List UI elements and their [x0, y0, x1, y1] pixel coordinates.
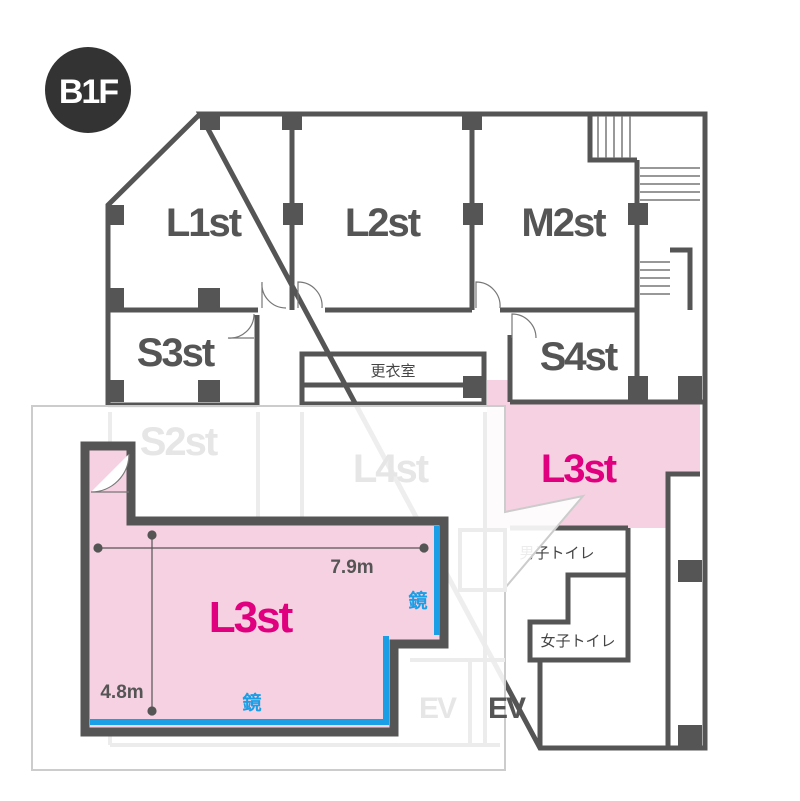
- room-labels: L1st L2st M2st S3st S4st 更衣室 L3st 男子トイレ …: [137, 201, 620, 650]
- dimension-lines: [93, 530, 429, 716]
- mirror-label-bottom: 鏡: [242, 691, 261, 714]
- room-label-l3[interactable]: L3st: [541, 447, 619, 491]
- ghost-label-l4: L4st: [353, 447, 429, 491]
- ghost-label-ev1: EV: [419, 692, 457, 725]
- label-ev2: EV: [488, 692, 526, 725]
- room-label-womens-toilet: 女子トイレ: [540, 632, 615, 650]
- l3-detail-room[interactable]: [80, 441, 449, 737]
- door-icons: [227, 281, 537, 339]
- room-label-s3[interactable]: S3st: [137, 331, 217, 375]
- width-dimension: 7.9m: [330, 557, 373, 578]
- l3-highlight-area[interactable]: [487, 380, 700, 528]
- floor-badge: B1F: [45, 47, 131, 133]
- ghost-label-s2: S2st: [140, 420, 218, 464]
- door-icon: [90, 453, 130, 493]
- mirror-label-right: 鏡: [408, 589, 427, 612]
- detail-room-label: L3st: [209, 593, 294, 642]
- depth-dimension: 4.8m: [100, 682, 143, 703]
- room-label-s4[interactable]: S4st: [540, 335, 620, 379]
- detail-callout: S2st L4st EV EV 7.9m 4.8m 鏡 鏡 L3st: [31, 405, 586, 771]
- room-label-m2[interactable]: M2st: [521, 201, 608, 245]
- columns: [108, 112, 702, 747]
- room-label-l2[interactable]: L2st: [345, 201, 423, 245]
- room-label-changing: 更衣室: [370, 362, 415, 380]
- stairs-icon: [597, 116, 700, 295]
- room-label-l1[interactable]: L1st: [166, 201, 244, 245]
- floor-badge-label: B1F: [59, 73, 118, 111]
